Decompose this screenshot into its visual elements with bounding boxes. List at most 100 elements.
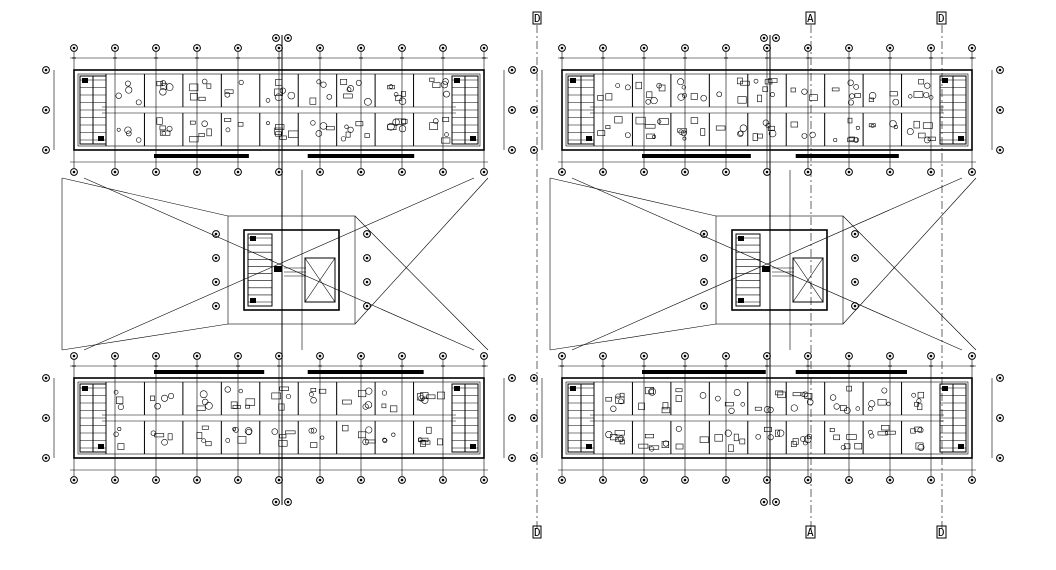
grid-bubble: [968, 352, 976, 360]
furniture: [913, 91, 924, 98]
grid-bubble: [722, 476, 730, 484]
core-stair: [735, 233, 761, 307]
furniture: [320, 435, 325, 440]
furniture: [381, 403, 387, 409]
grid-bubble: [275, 352, 283, 360]
furniture: [237, 122, 244, 127]
furniture: [135, 99, 142, 106]
grid-bubble: [439, 168, 447, 176]
exterior-wall: [561, 69, 973, 151]
grid-bubble: [316, 44, 324, 52]
grid-bubble: [357, 352, 365, 360]
grid-bubble: [42, 146, 50, 154]
furniture: [310, 397, 317, 404]
furniture: [400, 119, 408, 124]
grid-bubble: [212, 278, 220, 286]
furniture: [342, 424, 349, 432]
furniture: [644, 124, 656, 129]
grid-bubble: [42, 374, 50, 382]
grid-bubble: [508, 414, 516, 422]
grid-bubble: [70, 352, 78, 360]
grid-bubble: [599, 476, 607, 484]
furniture: [364, 401, 373, 409]
stair-core: [567, 75, 595, 145]
furniture: [917, 391, 924, 399]
furniture: [615, 393, 621, 399]
furniture: [165, 83, 174, 92]
furniture: [740, 80, 750, 86]
furniture: [790, 404, 798, 412]
grid-bubble: [681, 168, 689, 176]
furniture: [159, 88, 167, 96]
furniture: [753, 78, 759, 84]
furniture: [113, 431, 119, 437]
furniture: [392, 118, 400, 126]
furniture: [700, 94, 707, 102]
grid-bubble: [193, 44, 201, 52]
furniture: [168, 393, 175, 400]
grid-bubble: [722, 44, 730, 52]
furniture: [855, 406, 860, 411]
furniture: [206, 128, 212, 137]
grid-bubble: [152, 168, 160, 176]
grid-bubble: [804, 44, 812, 52]
furniture: [635, 81, 642, 90]
grid-bubble: [357, 476, 365, 484]
furniture: [161, 131, 167, 136]
furniture: [767, 406, 774, 413]
furniture: [279, 135, 287, 140]
grid-bubble: [886, 168, 894, 176]
grid-bubble: [357, 44, 365, 52]
furniture: [790, 441, 797, 447]
furniture: [918, 132, 926, 139]
grid-bubble: [42, 106, 50, 114]
grid-bubble: [530, 374, 538, 382]
grid-bubble: [886, 352, 894, 360]
grid-bubble: [700, 278, 708, 286]
furniture: [662, 402, 669, 410]
furniture: [400, 91, 406, 97]
furniture: [804, 393, 813, 399]
grid-bubble: [763, 352, 771, 360]
furniture: [699, 436, 709, 443]
furniture: [809, 94, 818, 101]
furniture: [362, 403, 369, 410]
grid-bubble: [363, 254, 371, 262]
grid-bubble: [845, 44, 853, 52]
furniture: [278, 403, 285, 411]
furniture: [917, 444, 925, 451]
furniture: [699, 392, 707, 399]
furniture: [638, 443, 649, 449]
section-marker-top-right: D: [938, 12, 945, 25]
furniture: [767, 434, 774, 441]
furniture: [426, 394, 436, 400]
furniture: [648, 387, 657, 396]
furniture: [274, 127, 283, 135]
furniture: [310, 442, 318, 448]
furniture: [285, 430, 296, 435]
grid-bubble: [681, 44, 689, 52]
furniture: [156, 117, 163, 125]
furniture: [917, 427, 924, 434]
furniture: [245, 398, 256, 406]
furniture: [645, 99, 651, 105]
furniture: [238, 388, 243, 394]
furniture: [201, 425, 209, 430]
furniture: [849, 93, 855, 100]
elevator-shaft: [304, 257, 336, 303]
furniture: [391, 432, 396, 437]
furniture: [777, 429, 785, 437]
furniture: [189, 136, 199, 143]
furniture: [908, 94, 913, 99]
furniture: [870, 124, 875, 128]
grid-bubble: [42, 66, 50, 74]
furniture: [310, 427, 317, 434]
furniture: [833, 434, 840, 441]
furniture: [387, 122, 395, 131]
furniture: [885, 430, 896, 435]
grid-bubble: [275, 44, 283, 52]
central-core: [700, 215, 859, 325]
furniture: [326, 125, 335, 131]
furniture: [801, 133, 808, 139]
grid-bubble: [111, 168, 119, 176]
